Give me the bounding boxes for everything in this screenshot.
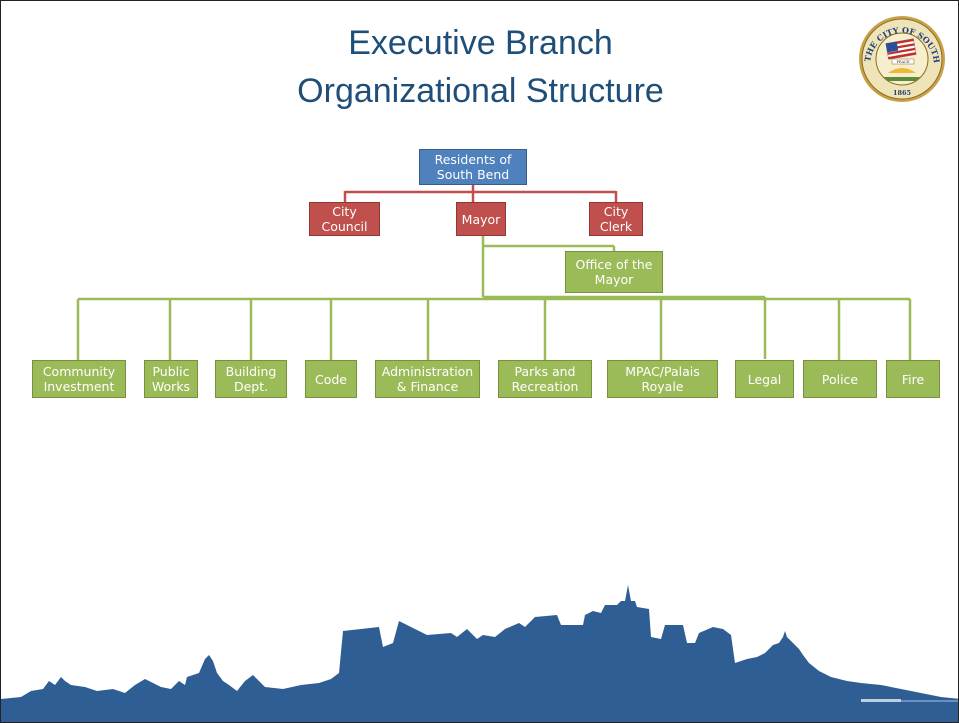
node-residents-line2: South Bend xyxy=(436,167,510,182)
dept-line1: Public xyxy=(152,364,190,379)
node-mayor: Mayor xyxy=(456,202,506,236)
dept-code: Code xyxy=(305,360,357,398)
dept-line1: MPAC/Palais xyxy=(625,364,700,379)
node-city-council-line2: Council xyxy=(321,219,368,234)
node-city-clerk-line2: Clerk xyxy=(599,219,633,234)
dept-line2: Investment xyxy=(43,379,115,394)
dept-line1: Community xyxy=(42,364,116,379)
node-residents-line1: Residents of xyxy=(434,152,512,167)
dept-line2: Royale xyxy=(641,379,684,394)
slide-title-line2: Organizational Structure xyxy=(297,72,664,110)
node-office-of-mayor-line1: Office of the xyxy=(575,257,653,272)
dept-line1: Fire xyxy=(901,371,925,387)
dept-line1: Parks and xyxy=(514,364,576,379)
node-city-council-line1: City xyxy=(332,204,357,219)
dept-line1: Code xyxy=(314,371,347,387)
node-city-council: City Council xyxy=(309,202,380,236)
node-mayor-line1: Mayor xyxy=(461,211,501,227)
slide-title-line1: Executive Branch xyxy=(348,24,613,62)
dept-line1: Building xyxy=(225,364,277,379)
svg-text:PEACE: PEACE xyxy=(896,60,909,64)
node-office-of-mayor: Office of the Mayor xyxy=(565,251,663,293)
dept-fire: Fire xyxy=(886,360,940,398)
dept-police: Police xyxy=(803,360,877,398)
dept-line2: & Finance xyxy=(396,379,459,394)
dept-line2: Dept. xyxy=(233,379,269,394)
flag-icon xyxy=(885,38,917,60)
dept-line1: Administration xyxy=(381,364,474,379)
node-residents: Residents of South Bend xyxy=(419,149,527,185)
city-seal-logo: THE CITY OF SOUTH BEND, INDIANA PEACE 18… xyxy=(858,15,945,102)
dept-line1: Police xyxy=(821,371,859,387)
node-office-of-mayor-line2: Mayor xyxy=(594,272,634,287)
node-city-clerk: City Clerk xyxy=(589,202,643,236)
dept-line2: Recreation xyxy=(511,379,579,394)
node-city-clerk-line1: City xyxy=(603,204,629,219)
city-skyline-illustration xyxy=(1,585,958,722)
dept-line2: Works xyxy=(151,379,191,394)
dept-line1: Legal xyxy=(747,371,782,387)
dept-legal: Legal xyxy=(735,360,794,398)
svg-text:1865: 1865 xyxy=(893,89,912,97)
dept-administration-finance: Administration& Finance xyxy=(375,360,480,398)
